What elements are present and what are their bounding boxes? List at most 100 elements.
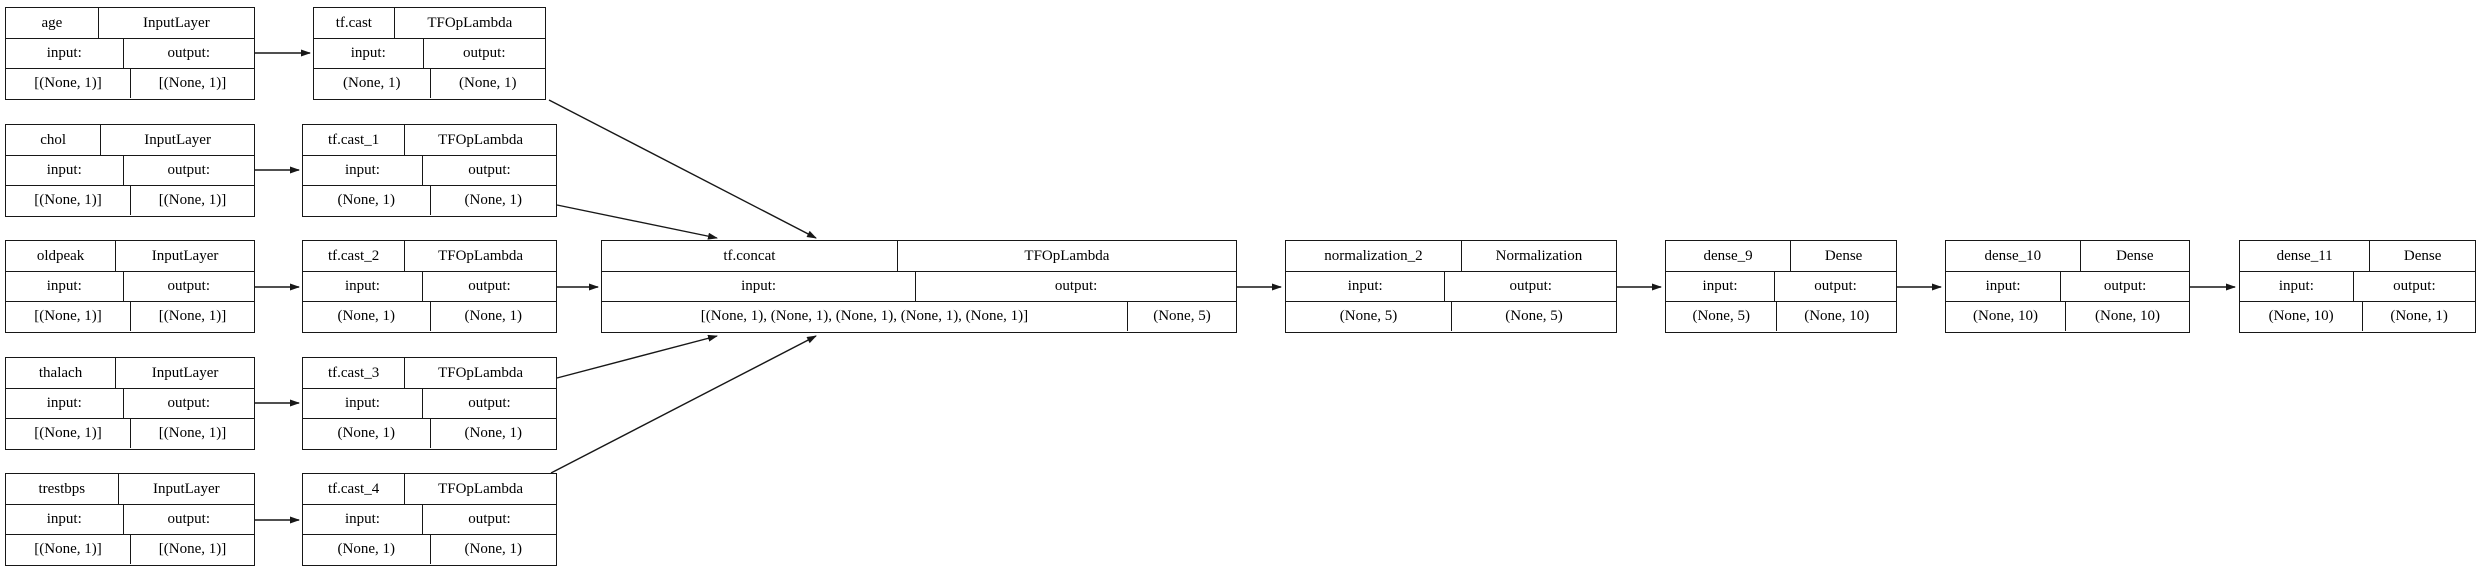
layer-node-tf-cast-3: tf.cast_3 TFOpLambda input: output: (Non…	[302, 357, 557, 450]
layer-title-row: chol InputLayer	[6, 125, 254, 155]
layer-name: tf.cast_4	[327, 480, 380, 497]
layer-io-label-row: input: output:	[303, 504, 556, 534]
input-shape: (None, 1)	[337, 192, 395, 208]
output-shape: (None, 10)	[2065, 302, 2189, 331]
input-shape: [(None, 1)]	[34, 75, 102, 91]
output-label: output:	[1444, 272, 1616, 301]
input-label: input:	[741, 278, 777, 294]
layer-class: TFOpLambda	[896, 241, 1236, 271]
layer-shape-row: (None, 1) (None, 1)	[303, 301, 556, 331]
layer-name: tf.cast_1	[327, 131, 380, 148]
layer-shape-row: (None, 10) (None, 10)	[1946, 301, 2189, 331]
layer-title-row: oldpeak InputLayer	[6, 241, 254, 271]
layer-class: InputLayer	[97, 8, 254, 38]
layer-node-oldpeak: oldpeak InputLayer input: output: [(None…	[5, 240, 255, 333]
input-label: input:	[46, 45, 82, 61]
layer-title-row: tf.cast_1 TFOpLambda	[303, 125, 556, 155]
output-label: output:	[421, 156, 556, 185]
layer-shape-row: [(None, 1)] [(None, 1)]	[6, 68, 254, 98]
output-shape: [(None, 1)]	[130, 419, 254, 448]
input-label: input:	[1347, 278, 1383, 294]
output-label: output:	[122, 272, 254, 301]
output-label: output:	[421, 505, 556, 534]
output-shape: [(None, 1)]	[130, 302, 254, 331]
edge-tf-cast-3-to-tf-concat	[556, 334, 718, 379]
input-label: input:	[2278, 278, 2314, 294]
layer-io-label-row: input: output:	[602, 271, 1236, 301]
output-shape: (None, 5)	[1451, 302, 1616, 331]
layer-title-row: tf.cast_3 TFOpLambda	[303, 358, 556, 388]
layer-class: Normalization	[1460, 241, 1616, 271]
layer-node-normalization-2: normalization_2 Normalization input: out…	[1285, 240, 1617, 333]
layer-class: TFOpLambda	[404, 358, 556, 388]
layer-name: dense_11	[2276, 247, 2333, 264]
output-label: output:	[1774, 272, 1896, 301]
layer-title-row: normalization_2 Normalization	[1286, 241, 1616, 271]
output-shape: (None, 1)	[429, 69, 546, 98]
output-shape: (None, 1)	[429, 186, 557, 215]
input-label: input:	[350, 45, 386, 61]
output-label: output:	[421, 389, 556, 418]
layer-class: InputLayer	[115, 358, 254, 388]
output-shape: [(None, 1)]	[130, 69, 254, 98]
layer-io-label-row: input: output:	[6, 155, 254, 185]
layer-shape-row: [(None, 1)] [(None, 1)]	[6, 534, 254, 564]
layer-node-dense-9: dense_9 Dense input: output: (None, 5) (…	[1665, 240, 1897, 333]
input-shape: [(None, 1)]	[34, 192, 102, 208]
layer-node-tf-cast-2: tf.cast_2 TFOpLambda input: output: (Non…	[302, 240, 557, 333]
input-label: input:	[46, 395, 82, 411]
layer-title-row: tf.concat TFOpLambda	[602, 241, 1236, 271]
edge-tf-cast-1-to-tf-concat	[556, 204, 718, 240]
input-shape: (None, 1)	[337, 541, 395, 557]
layer-name: age	[41, 14, 63, 31]
layer-title-row: dense_10 Dense	[1946, 241, 2189, 271]
layer-io-label-row: input: output:	[303, 271, 556, 301]
layer-name: tf.concat	[723, 247, 776, 264]
layer-node-tf-cast-4: tf.cast_4 TFOpLambda input: output: (Non…	[302, 473, 557, 566]
output-label: output:	[122, 39, 254, 68]
output-label: output:	[422, 39, 545, 68]
output-label: output:	[2060, 272, 2189, 301]
output-label: output:	[915, 272, 1236, 301]
layer-class: InputLayer	[100, 125, 254, 155]
layer-node-thalach: thalach InputLayer input: output: [(None…	[5, 357, 255, 450]
layer-class: TFOpLambda	[404, 125, 556, 155]
input-label: input:	[1985, 278, 2021, 294]
output-shape: (None, 1)	[429, 535, 557, 564]
layer-shape-row: (None, 1) (None, 1)	[303, 418, 556, 448]
layer-node-tf-concat: tf.concat TFOpLambda input: output: [(No…	[601, 240, 1237, 333]
input-shape: [(None, 1)]	[34, 541, 102, 557]
layer-name: tf.cast	[335, 14, 372, 31]
input-label: input:	[344, 395, 380, 411]
output-shape: (None, 1)	[429, 302, 557, 331]
layer-io-label-row: input: output:	[6, 504, 254, 534]
layer-shape-row: (None, 1) (None, 1)	[314, 68, 545, 98]
layer-class: TFOpLambda	[393, 8, 545, 38]
input-shape: (None, 1)	[337, 425, 395, 441]
input-shape: [(None, 1), (None, 1), (None, 1), (None,…	[700, 308, 1029, 324]
layer-shape-row: (None, 1) (None, 1)	[303, 534, 556, 564]
output-shape: [(None, 1)]	[130, 186, 254, 215]
layer-class: Dense	[2079, 241, 2189, 271]
layer-io-label-row: input: output:	[6, 388, 254, 418]
layer-node-dense-11: dense_11 Dense input: output: (None, 10)…	[2239, 240, 2476, 333]
input-label: input:	[344, 278, 380, 294]
layer-shape-row: [(None, 1), (None, 1), (None, 1), (None,…	[602, 301, 1236, 331]
layer-title-row: age InputLayer	[6, 8, 254, 38]
input-label: input:	[46, 511, 82, 527]
layer-name: tf.cast_2	[327, 247, 380, 264]
input-label: input:	[1702, 278, 1738, 294]
layer-title-row: dense_9 Dense	[1666, 241, 1896, 271]
layer-io-label-row: input: output:	[303, 388, 556, 418]
layer-node-chol: chol InputLayer input: output: [(None, 1…	[5, 124, 255, 217]
layer-io-label-row: input: output:	[6, 271, 254, 301]
layer-shape-row: [(None, 1)] [(None, 1)]	[6, 418, 254, 448]
input-shape: (None, 10)	[1973, 308, 2039, 324]
layer-title-row: tf.cast_2 TFOpLambda	[303, 241, 556, 271]
input-shape: (None, 1)	[343, 75, 401, 91]
layer-class: Dense	[1790, 241, 1896, 271]
input-shape: [(None, 1)]	[34, 425, 102, 441]
output-label: output:	[122, 505, 254, 534]
input-label: input:	[46, 278, 82, 294]
